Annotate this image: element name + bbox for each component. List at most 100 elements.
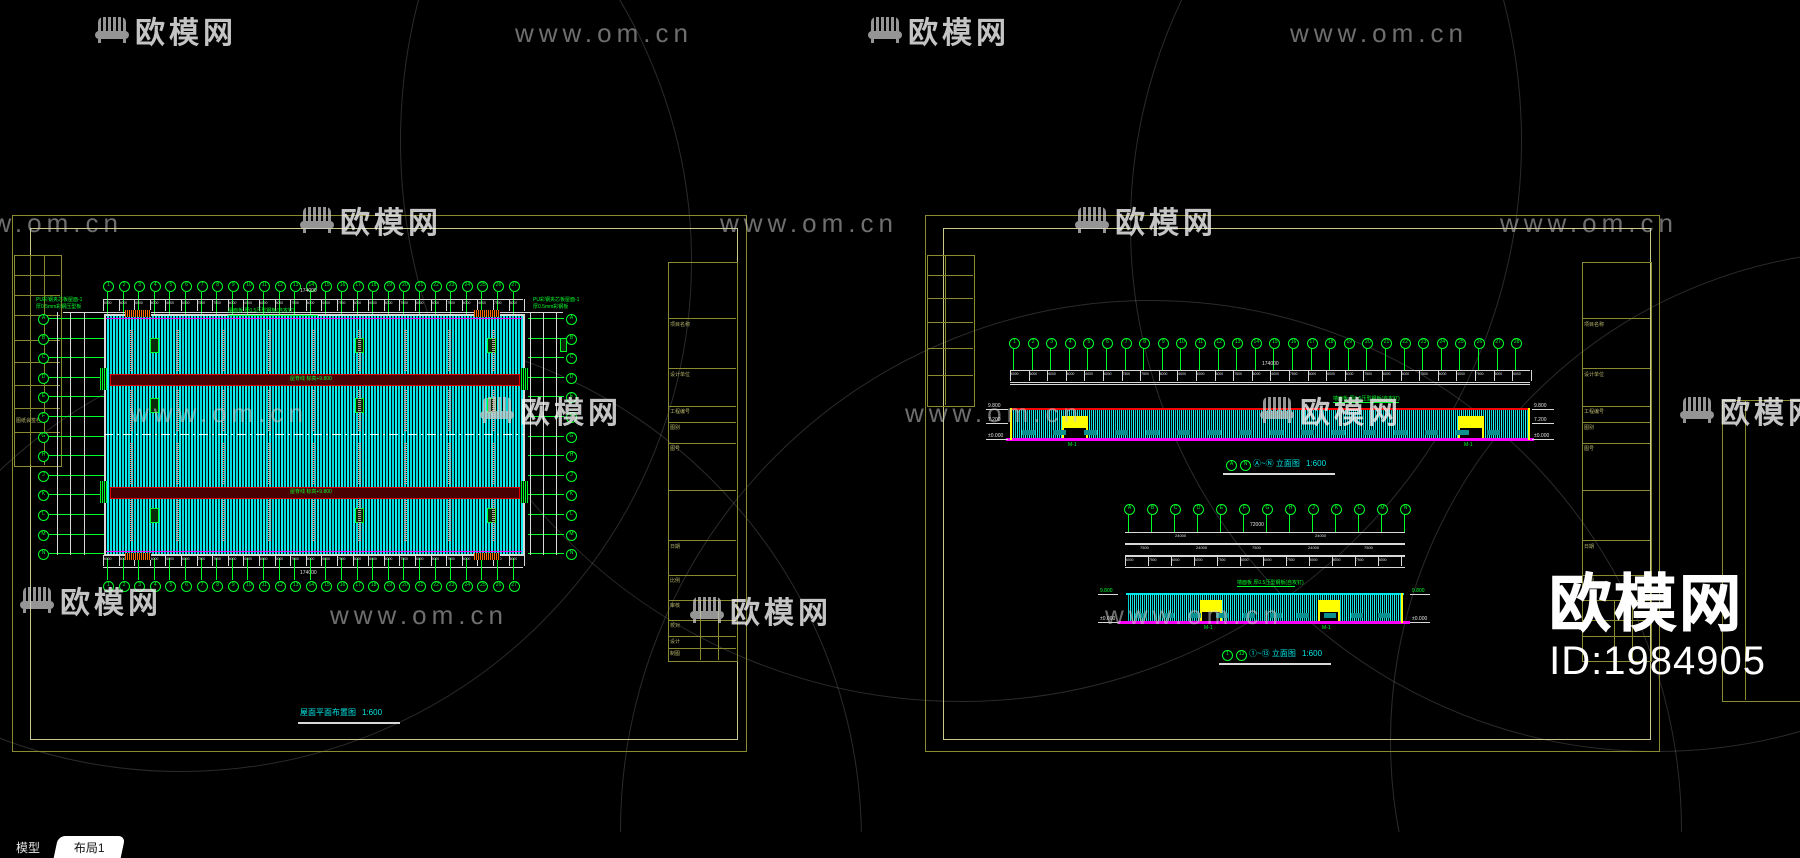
leader-line (523, 312, 563, 313)
dimension-tick (118, 299, 120, 311)
dimension-tick (1263, 556, 1264, 566)
dimension-tick (227, 299, 229, 311)
dimension-tick (259, 299, 260, 311)
grid-bubble: 21 (1381, 338, 1392, 349)
dimension-value: 6000 (104, 301, 112, 305)
grid-stem (278, 558, 280, 580)
dimension-value: 6000 (228, 301, 237, 305)
wall-panel-label (1351, 613, 1363, 618)
grid-stem (1289, 514, 1290, 532)
grid-stem (48, 337, 104, 339)
member-annotation (448, 443, 451, 485)
grid-bubble: 12 (274, 281, 286, 292)
grid-stem (1128, 514, 1129, 532)
dimension-value: 6000 (478, 301, 486, 305)
grid-stem (48, 396, 104, 398)
dimension-tick (1400, 370, 1402, 381)
dimension-tick (118, 555, 120, 566)
dimension-value: 6000 (244, 301, 252, 305)
dimension-tick (1171, 556, 1172, 566)
grid-stem (294, 292, 296, 314)
grid-bubble: G (1262, 504, 1273, 515)
dimension-value: 6000 (369, 557, 377, 561)
grid-bubble: H (566, 451, 577, 463)
grid-bubble: 7 (1120, 338, 1132, 349)
dimension-value: 6000 (1457, 372, 1465, 376)
grid-stem (247, 292, 249, 314)
layout-tab-bar[interactable]: 模型 布局1 (0, 832, 1800, 858)
member-annotation (404, 443, 407, 485)
grid-stem (528, 435, 564, 437)
grid-stem (528, 416, 564, 417)
dimension-tick (430, 555, 432, 566)
dimension-value: 7500 (1252, 545, 1261, 550)
grid-stem (403, 558, 405, 580)
grid-stem (528, 357, 564, 359)
dimension-value: 7500 (1234, 372, 1242, 376)
grid-bubble: C (1170, 504, 1181, 515)
grid-bubble: 2 (1027, 338, 1039, 349)
grid-bubble: 15 (1269, 338, 1281, 349)
dimension-value: 6000 (228, 557, 237, 561)
grid-stem (1366, 348, 1368, 370)
grid-stem (1161, 348, 1163, 370)
grid-bubble: 10 (1176, 338, 1188, 349)
dimension-value: 6000 (322, 301, 330, 305)
dimension-tick (243, 299, 245, 311)
member-annotation (130, 330, 133, 372)
grid-bubble: F (38, 412, 49, 423)
dimension-tick (352, 299, 354, 311)
tab-layout1[interactable]: 布局1 (53, 836, 126, 858)
dimension-tick (1289, 370, 1290, 381)
elev2-ground-line (1118, 621, 1410, 624)
tab-model[interactable]: 模型 (0, 836, 56, 858)
dimension-value: 6000 (104, 557, 112, 561)
dimension-tick (165, 555, 167, 566)
dimension-value: 7500 (1356, 558, 1364, 562)
dimension-tick (1419, 370, 1421, 381)
grid-stem (528, 494, 564, 496)
gutter-hatch (125, 553, 151, 560)
member-annotation (222, 500, 225, 542)
elev2-door-tag: M-1 (1204, 625, 1213, 631)
grid-stem (528, 318, 564, 319)
roof-opening (150, 508, 159, 523)
dimension-tick (1363, 370, 1365, 381)
grid-stem (481, 292, 483, 314)
roof-edge-left (104, 314, 106, 556)
dimension-value: 6000 (182, 557, 190, 561)
grid-stem (1266, 514, 1267, 532)
dimension-tick (243, 555, 245, 566)
dimension-tick (305, 555, 307, 566)
grid-bubble: 13 (1232, 338, 1244, 349)
member-annotation (358, 443, 361, 485)
dimension-value: 6000 (306, 557, 315, 561)
grid-bubble: 18 (368, 281, 380, 292)
dimension-value: 6000 (509, 301, 518, 305)
grid-stem (1254, 348, 1256, 370)
grid-bubble: 22 (430, 281, 442, 292)
grid-stem (1151, 514, 1152, 532)
member-annotation (268, 390, 271, 432)
grid-bubble: B (566, 333, 577, 345)
grid-bubble: 25 (477, 581, 489, 592)
wall-panel-label (1332, 430, 1345, 435)
titleblock-row-4: 图号 (1584, 446, 1595, 452)
elev1-door-opening (1064, 428, 1086, 438)
grid-stem (434, 558, 436, 580)
dimension-value: 6000 (1172, 558, 1180, 562)
dimension-value: 6000 (150, 557, 159, 561)
grid-stem (1143, 348, 1145, 370)
dimension-tick (274, 299, 276, 311)
dimension-value: 6000 (1345, 372, 1354, 376)
member-annotation (176, 390, 179, 432)
grid-stem (1347, 348, 1349, 370)
dimension-tick (1103, 370, 1104, 381)
dimension-value: 7500 (1218, 558, 1226, 562)
elev1-door-tag: M-1 (1068, 442, 1077, 448)
grid-stem (48, 357, 104, 359)
roof-edge-right (523, 314, 525, 556)
elev1-title: Ⓐ~Ⓝ 立面图 (1253, 459, 1300, 468)
grid-stem (153, 558, 155, 580)
